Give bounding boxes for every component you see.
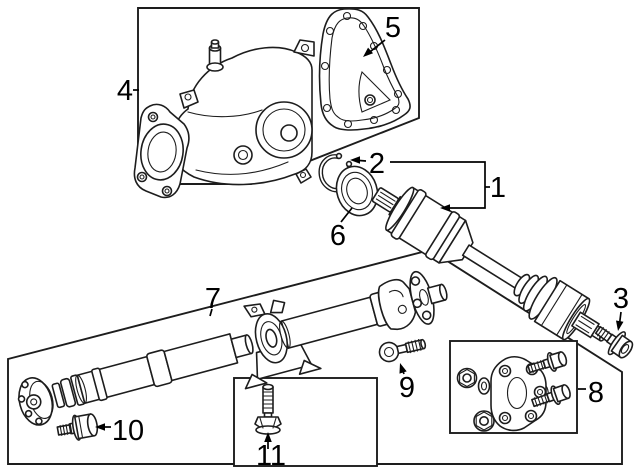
axle-bolt-drawing[interactable] — [590, 319, 637, 363]
callout-11[interactable]: 11 — [256, 440, 286, 471]
flange-bolt-drawing[interactable] — [56, 412, 99, 443]
callout-labels: 1 2 3 4 5 6 7 8 9 10 11 — [112, 12, 629, 471]
callout-6[interactable]: 6 — [330, 220, 346, 252]
axle-shaft-drawing[interactable] — [361, 171, 620, 361]
axle-seal-drawing[interactable] — [330, 161, 383, 221]
flex-disc-kit-drawing[interactable] — [456, 349, 573, 432]
callout-2[interactable]: 2 — [369, 148, 385, 180]
callout-9[interactable]: 9 — [399, 372, 415, 404]
coupling-bolt-drawing[interactable] — [378, 334, 428, 363]
propeller-shaft-drawing[interactable] — [10, 255, 457, 446]
callout-5[interactable]: 5 — [385, 12, 401, 44]
callout-10[interactable]: 10 — [112, 415, 144, 447]
callout-3[interactable]: 3 — [613, 283, 629, 315]
callout-8[interactable]: 8 — [588, 377, 604, 409]
callout-7[interactable]: 7 — [205, 283, 221, 315]
rear-cover-drawing[interactable] — [318, 7, 411, 131]
callout-1[interactable]: 1 — [490, 172, 506, 204]
differential-carrier-drawing[interactable] — [133, 39, 315, 199]
callout-4[interactable]: 4 — [117, 75, 133, 107]
leader-lines — [95, 39, 624, 449]
